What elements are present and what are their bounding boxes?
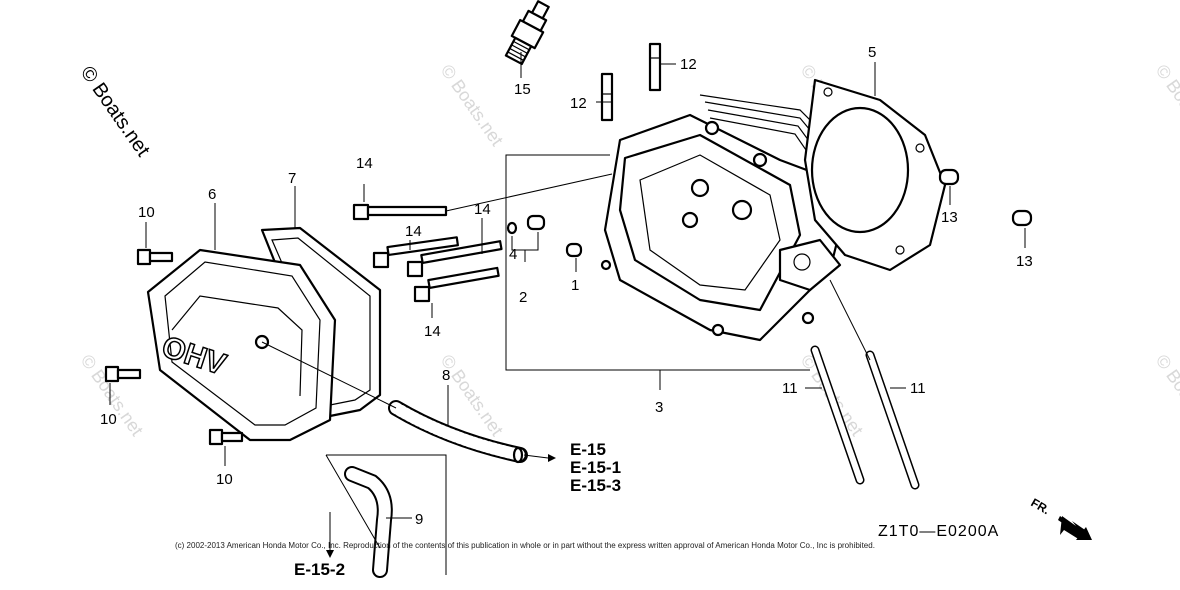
- head-gasket: [803, 62, 947, 272]
- part-number-14: 14: [424, 323, 441, 340]
- dowel-pins: [506, 214, 583, 272]
- part-number-11: 11: [910, 380, 926, 397]
- part-number-13: 13: [941, 209, 958, 226]
- part-number-10: 10: [100, 411, 117, 428]
- front-direction-arrow: FR.: [1029, 495, 1092, 540]
- breather-tube: [261, 341, 556, 464]
- watermark-faint: © Boats.net: [1152, 61, 1180, 150]
- stud-bolts-12: [596, 42, 676, 122]
- part-number-1: 1: [571, 277, 579, 294]
- reference-e-15-3: E-15-3: [570, 476, 621, 495]
- cylinder-head: [600, 94, 842, 342]
- part-number-3: 3: [655, 399, 663, 416]
- part-number-8: 8: [442, 367, 450, 384]
- elbow-tube: [325, 454, 447, 578]
- part-number-15: 15: [514, 81, 531, 98]
- part-number-12: 12: [680, 56, 697, 73]
- part-number-14: 14: [356, 155, 373, 172]
- part-number-11: 11: [782, 380, 798, 397]
- watermark-faint: © Boats.net: [1152, 351, 1180, 440]
- reference-e-15-2: E-15-2: [294, 560, 345, 579]
- watermark-faint: © Boats.net: [437, 61, 507, 150]
- part-number-12: 12: [570, 95, 587, 112]
- reference-e-15: E-15: [570, 440, 606, 459]
- watermark-main: © Boats.net: [76, 62, 154, 161]
- part-number-13: 13: [1016, 253, 1033, 270]
- callout-bracket-3: [505, 154, 810, 390]
- cover-bolts-10: [104, 222, 244, 466]
- spark-plug: [504, 0, 550, 78]
- front-direction-label: FR.: [1029, 495, 1053, 517]
- part-number-14: 14: [474, 201, 491, 218]
- head-bolts-14: [352, 173, 613, 318]
- part-number-5: 5: [868, 44, 876, 61]
- part-number-4: 4: [509, 246, 517, 263]
- part-number-14: 14: [405, 223, 422, 240]
- dowel-pins-13: [938, 168, 1033, 248]
- part-number-7: 7: [288, 170, 296, 187]
- part-number-6: 6: [208, 186, 216, 203]
- long-studs-11: [805, 279, 920, 490]
- part-number-9: 9: [415, 511, 423, 528]
- copyright-notice: (c) 2002-2013 American Honda Motor Co., …: [175, 541, 875, 550]
- part-number-2: 2: [519, 289, 527, 306]
- part-number-10: 10: [138, 204, 155, 221]
- reference-e-15-1: E-15-1: [570, 458, 621, 477]
- head-cover: OHV: [146, 203, 337, 442]
- diagram-code: Z1T0—E0200A: [878, 523, 999, 540]
- part-number-10: 10: [216, 471, 233, 488]
